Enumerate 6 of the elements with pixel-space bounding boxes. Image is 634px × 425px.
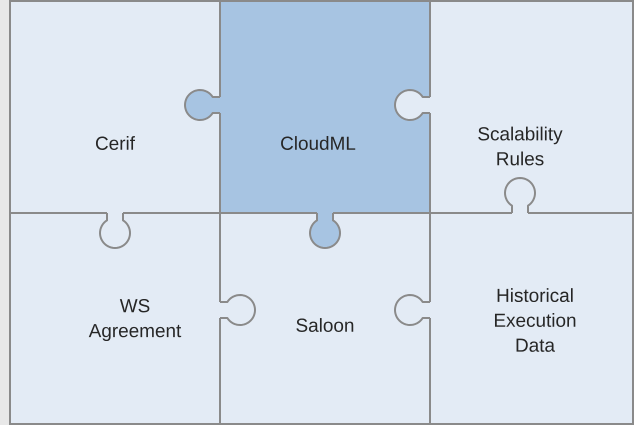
- puzzle-piece: Historical Execution Data: [429, 212, 634, 425]
- puzzle-piece: Saloon: [219, 212, 431, 425]
- puzzle-piece: Scalability Rules: [429, 0, 634, 214]
- puzzle-piece: CloudML: [219, 0, 431, 214]
- puzzle-piece: WS Agreement: [9, 212, 221, 425]
- puzzle-piece: Cerif: [9, 0, 221, 214]
